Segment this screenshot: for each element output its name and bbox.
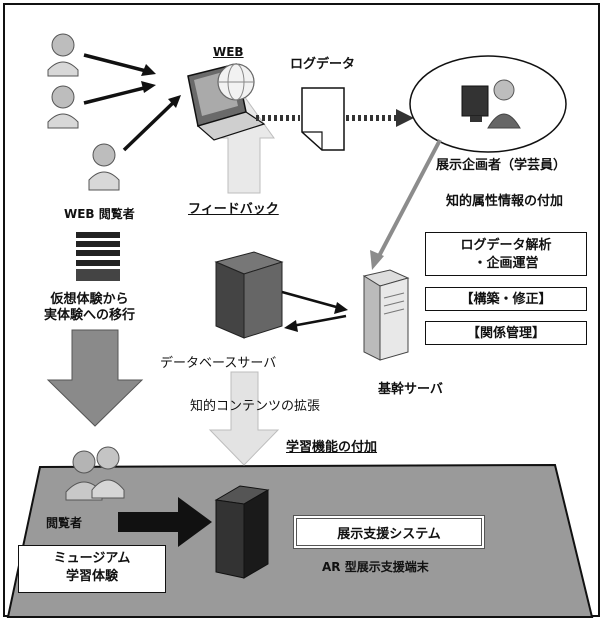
ar-terminal-label: AR 型展示支援端末 [322,560,429,574]
viewer-label: 閲覧者 [46,516,83,530]
document-icon [301,87,345,151]
content-extension-label: 知的コンテンツの拡張 [190,399,321,414]
curator-label: 展示企画者（学芸員） [436,158,567,173]
globe-icon [217,63,255,101]
viewer-arrow [118,497,212,547]
transition-down-arrow [46,329,144,427]
core-server-icon [362,269,410,361]
viewer-people-icon [65,446,125,501]
log-analysis-box: ログデータ解析 ・企画運営 [425,232,587,276]
museum-box: ミュージアム 学習体験 [18,545,166,593]
curator-to-server-line [376,139,442,259]
database-server-icon [214,251,284,339]
db-server-label: データベースサーバ [160,356,277,371]
web-viewer-person-icon [88,143,120,191]
transition-bars [76,232,120,281]
ip-info-label: 知的属性情報の付加 [446,194,564,209]
core-server-label: 基幹サーバ [378,382,443,397]
web-label: WEB [213,45,244,59]
curator-person-icon [461,79,521,129]
ar-terminal-icon [214,485,270,579]
build-fix-box: 【構築・修正】 [425,287,587,311]
exhibit-system-box: 展示支援システム [293,515,485,549]
web-viewer-label: WEB 閲覧者 [64,207,135,221]
web-viewer-person-icon [47,33,79,77]
learning-function-label: 学習機能の付加 [286,440,378,455]
content-down-arrow [208,371,280,466]
log-data-label: ログデータ [290,57,356,72]
relation-mgmt-box: 【関係管理】 [425,321,587,345]
feedback-label: フィードバック [188,202,279,217]
transition-label: 仮想体験から 実体験への移行 [44,292,136,324]
web-viewer-person-icon [47,85,79,129]
